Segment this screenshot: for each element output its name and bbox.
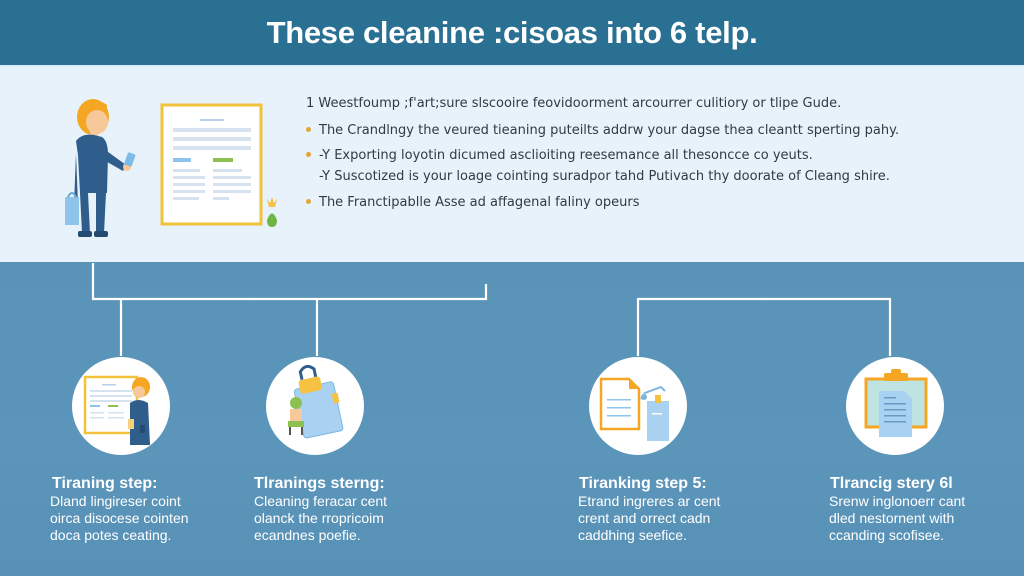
step-title: Tlrancig stery 6l <box>830 475 953 492</box>
intro-line: 1 Weestfoump ;f'art;sure slscooire feovi… <box>306 96 842 111</box>
step-icon-circle <box>266 357 364 455</box>
header-banner: These cleanine :cisoas into 6 telp. <box>0 0 1024 65</box>
step-icon-circle <box>72 357 170 455</box>
step-description: Etrand ingreres ar cent crent and orrect… <box>578 493 721 543</box>
bag-lock-icon <box>288 364 344 439</box>
step-title: Tiraning step: <box>52 475 158 492</box>
step-title: Tlranings sterng: <box>254 475 385 492</box>
intro-bullet-item: The Franctipablle Asse ad affagenal fali… <box>306 195 639 210</box>
step-description: Srenw inglonoerr cant dled nestornent wi… <box>829 493 966 543</box>
step-description: Dland lingireser coint oirca disocese co… <box>50 493 189 543</box>
document-person-icon <box>83 375 150 445</box>
page-title: These cleanine :cisoas into 6 telp. <box>266 14 758 50</box>
step-icon-circle <box>589 357 687 455</box>
document-tools-icon <box>599 377 669 441</box>
hero-illustration <box>65 99 277 237</box>
document-icon <box>160 103 263 226</box>
divider <box>0 65 1024 67</box>
plant-icon <box>267 197 277 227</box>
bullet-dot-icon <box>306 199 311 204</box>
step-description: Cleaning feracar cent olanck the rropric… <box>254 493 388 543</box>
intro-bullet-item: The Crandlngy the veured tieaning puteil… <box>306 123 899 138</box>
intro-sub-item: -Y Suscotized is your loage cointing sur… <box>319 169 890 184</box>
bullet-dot-icon <box>306 152 311 157</box>
clipboard-icon <box>864 369 928 437</box>
step-title: Tiranking step 5: <box>579 475 707 492</box>
bullet-dot-icon <box>306 127 311 132</box>
person-with-phone-icon <box>74 99 136 237</box>
step-icon-circle <box>846 357 944 455</box>
intro-bullet-item: -Y Exporting loyotin dicumed asclioiting… <box>306 148 813 163</box>
shopping-bag-icon <box>65 192 79 225</box>
